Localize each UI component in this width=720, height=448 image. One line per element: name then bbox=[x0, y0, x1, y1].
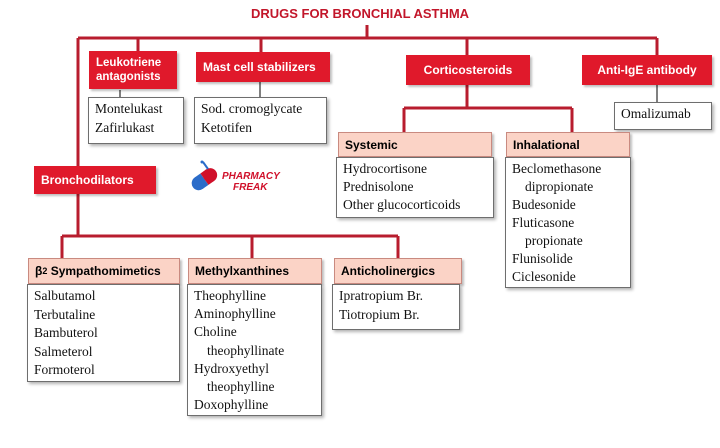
drug-item: dipropionate bbox=[525, 179, 594, 194]
systemic-drug-list: Hydrocortisone Prednisolone Other glucoc… bbox=[336, 157, 494, 218]
anti-ige-drug-list: Omalizumab bbox=[614, 102, 712, 130]
drug-item: Choline bbox=[194, 324, 237, 340]
drug-item: Omalizumab bbox=[621, 106, 691, 121]
drug-item: Montelukast bbox=[95, 101, 163, 116]
methylxanthines-label: Methylxanthines bbox=[195, 264, 290, 278]
diagram-title: DRUGS FOR BRONCHIAL ASTHMA bbox=[250, 6, 470, 21]
inhalational-label: Inhalational bbox=[513, 137, 580, 152]
drug-item: Flunisolide bbox=[512, 251, 573, 266]
drug-item: Beclomethasone bbox=[512, 161, 602, 176]
corticosteroids-header: Corticosteroids bbox=[406, 55, 530, 85]
anticholinergics-drug-list: Ipratropium Br. Tiotropium Br. bbox=[332, 284, 460, 330]
beta2-drug-list: Salbutamol Terbutaline Bambuterol Salmet… bbox=[27, 284, 180, 382]
drug-item: theophylline bbox=[207, 379, 275, 395]
beta2-subscript: 2 bbox=[42, 266, 48, 276]
inhalational-header: Inhalational bbox=[506, 132, 630, 157]
mast-cell-header: Mast cell stabilizers bbox=[196, 52, 330, 82]
leukotriene-header: Leukotriene antagonists bbox=[89, 51, 177, 89]
drug-item: Theophylline bbox=[194, 288, 266, 303]
anti-ige-label: Anti-IgE antibody bbox=[597, 63, 697, 77]
drug-item: Sod. cromoglycate bbox=[201, 101, 303, 116]
drug-item: Ciclesonide bbox=[512, 269, 576, 284]
beta2-symbol: β bbox=[35, 264, 43, 278]
beta2-label: Sympathomimetics bbox=[50, 264, 161, 278]
drug-item: Ipratropium Br. bbox=[339, 288, 423, 303]
drug-item: Salbutamol bbox=[34, 288, 96, 303]
anti-ige-header: Anti-IgE antibody bbox=[582, 55, 712, 85]
drug-item: Budesonide bbox=[512, 197, 576, 212]
drug-item: Hydroxyethyl bbox=[194, 360, 269, 376]
systemic-header: Systemic bbox=[338, 132, 492, 157]
logo-text-line1: PHARMACY bbox=[222, 171, 280, 182]
methylxanthines-header: Methylxanthines bbox=[188, 258, 322, 284]
drug-item: Fluticasone bbox=[512, 215, 575, 230]
logo-text-line2: FREAK bbox=[233, 182, 268, 193]
drug-item: theophyllinate bbox=[207, 342, 285, 358]
drug-item: Formoterol bbox=[34, 362, 95, 377]
bronchodilators-header: Bronchodilators bbox=[34, 166, 156, 194]
drug-item: Salmeterol bbox=[34, 343, 93, 359]
drug-item: Tiotropium Br. bbox=[339, 306, 420, 322]
drug-item: Other glucocorticoids bbox=[343, 197, 461, 212]
bronchodilators-label: Bronchodilators bbox=[41, 173, 134, 187]
systemic-label: Systemic bbox=[345, 137, 398, 152]
mast-cell-label: Mast cell stabilizers bbox=[203, 60, 316, 74]
drug-item: Doxophylline bbox=[194, 397, 269, 413]
drug-item: Bambuterol bbox=[34, 325, 98, 340]
mast-cell-drug-list: Sod. cromoglycate Ketotifen bbox=[194, 97, 327, 144]
drug-item: Prednisolone bbox=[343, 179, 414, 194]
corticosteroids-label: Corticosteroids bbox=[423, 63, 513, 77]
pharmacy-freak-logo: PHARMACY FREAK bbox=[189, 160, 289, 196]
leukotriene-label: Leukotriene antagonists bbox=[96, 57, 162, 83]
drug-item: Aminophylline bbox=[194, 306, 276, 322]
drug-item: Ketotifen bbox=[201, 119, 252, 135]
drug-item: Terbutaline bbox=[34, 306, 96, 322]
drug-item: propionate bbox=[525, 233, 583, 248]
capsule-icon bbox=[191, 160, 218, 191]
methylxanthines-drug-list: Theophylline Aminophylline Choline theop… bbox=[187, 284, 322, 416]
leukotriene-drug-list: Montelukast Zafirlukast bbox=[88, 97, 184, 144]
drug-item: Hydrocortisone bbox=[343, 161, 427, 176]
drug-item: Zafirlukast bbox=[95, 119, 155, 135]
inhalational-drug-list: Beclomethasone dipropionate Budesonide F… bbox=[505, 157, 631, 288]
anticholinergics-label: Anticholinergics bbox=[341, 264, 436, 278]
anticholinergics-header: Anticholinergics bbox=[334, 258, 462, 284]
